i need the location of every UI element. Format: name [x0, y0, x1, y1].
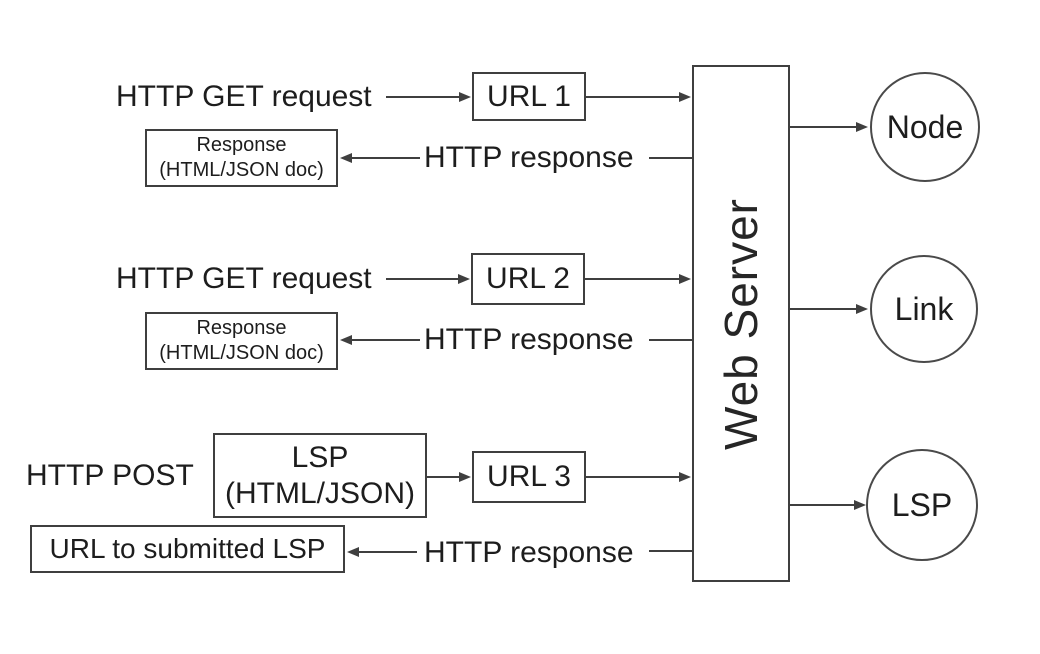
arrow-url1-to-server	[586, 92, 691, 102]
arrow-url3-to-server	[586, 472, 691, 482]
url2-label: URL 2	[486, 262, 570, 295]
url1-label: URL 1	[487, 79, 571, 113]
url3-label: URL 3	[487, 460, 571, 493]
response2-box-line2: (HTML/JSON doc)	[159, 342, 324, 364]
response1-box-line2: (HTML/JSON doc)	[159, 159, 324, 181]
arrow-server-to-response3	[347, 547, 692, 557]
response2-box-line1: Response	[196, 317, 287, 339]
url3-box: URL 3	[472, 451, 586, 503]
response2-box: Response (HTML/JSON doc)	[145, 312, 338, 370]
http-response-label-1: HTTP response	[424, 141, 634, 174]
arrow-url2-to-server	[585, 274, 691, 284]
url1-box: URL 1	[472, 72, 586, 121]
arrow-lsp-to-url3	[427, 472, 471, 482]
node-endpoint-label: Node	[886, 108, 964, 145]
arrow-server-to-node	[790, 122, 868, 132]
arrow-get2-to-url2	[386, 274, 470, 284]
http-response-label-2: HTTP response	[424, 323, 634, 356]
node-endpoint-circle: Node	[870, 72, 980, 182]
arrow-get1-to-url1	[386, 92, 471, 102]
link-endpoint-label: Link	[894, 290, 954, 327]
response1-box-line1: Response	[196, 134, 287, 156]
lsp-payload-box: LSP (HTML/JSON)	[213, 433, 427, 518]
arrow-server-to-response2	[340, 335, 692, 345]
link-endpoint-circle: Link	[870, 255, 978, 363]
lsp-endpoint-circle: LSP	[866, 449, 978, 561]
http-get-request-label-2: HTTP GET request	[116, 262, 372, 295]
http-post-label: HTTP POST	[26, 459, 194, 492]
web-server-box: Web Server	[692, 65, 790, 582]
arrow-server-to-link	[790, 304, 868, 314]
submitted-lsp-url-label: URL to submitted LSP	[49, 533, 326, 564]
url2-box: URL 2	[471, 253, 585, 305]
response1-box: Response (HTML/JSON doc)	[145, 129, 338, 187]
lsp-payload-line1: LSP	[291, 440, 349, 474]
http-response-label-3: HTTP response	[424, 536, 634, 569]
submitted-lsp-url-box: URL to submitted LSP	[30, 525, 345, 573]
arrow-server-to-response1	[340, 153, 692, 163]
lsp-endpoint-label: LSP	[891, 486, 953, 523]
lsp-payload-line2: (HTML/JSON)	[225, 476, 415, 510]
http-get-request-label-1: HTTP GET request	[116, 80, 372, 113]
arrow-server-to-lsp	[790, 500, 866, 510]
web-server-label: Web Server	[715, 197, 767, 450]
